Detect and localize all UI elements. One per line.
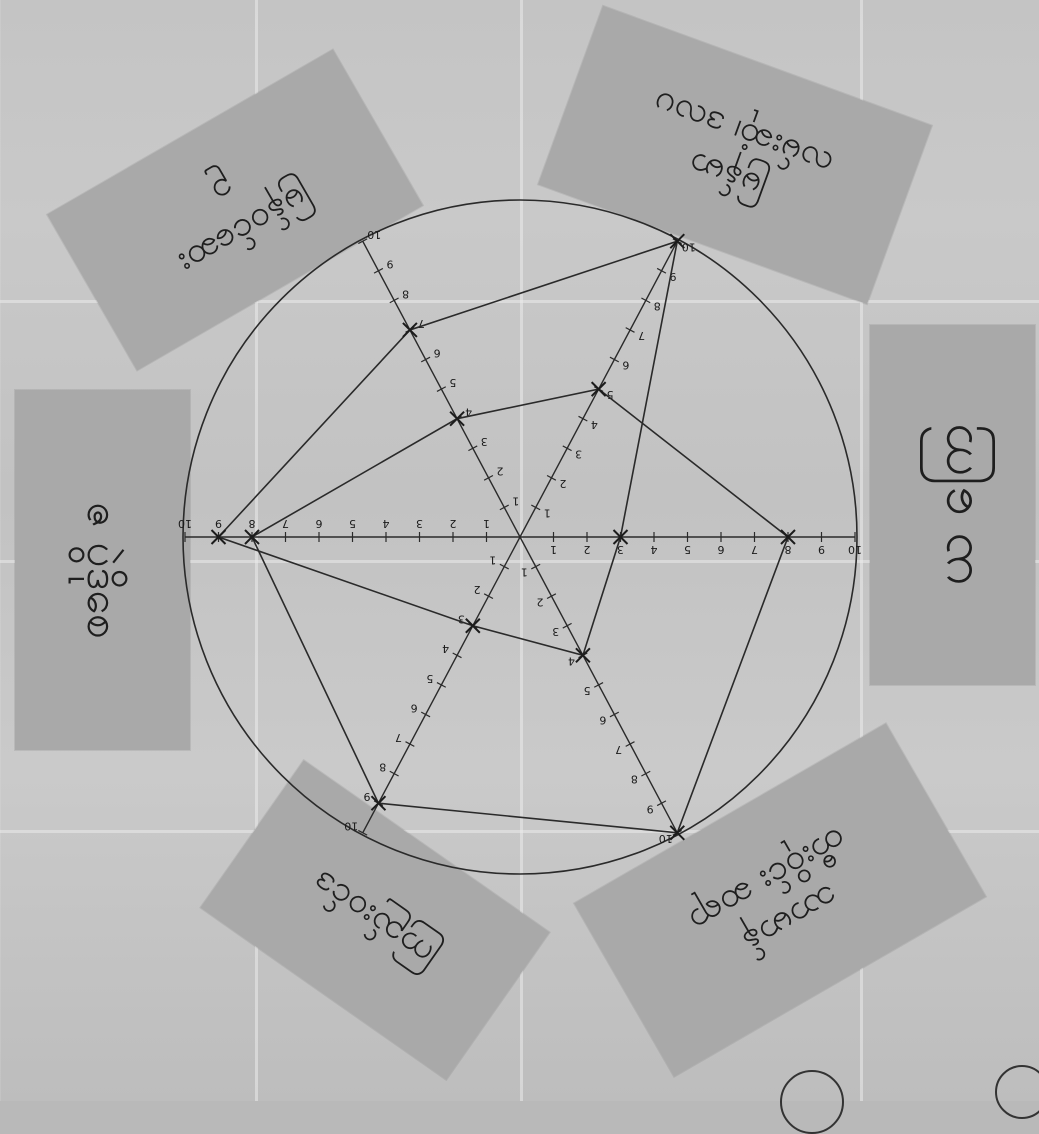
- tick-label: 9: [215, 517, 222, 530]
- tick-label: 9: [363, 790, 370, 803]
- score-mark: [450, 412, 464, 426]
- tick-label: 2: [584, 543, 591, 556]
- tick-mark: [641, 771, 650, 776]
- tick-label: 4: [383, 517, 390, 530]
- tick-mark: [547, 475, 556, 480]
- tick-mark: [500, 505, 509, 510]
- score-mark: [466, 619, 480, 633]
- tick-label: 1: [521, 566, 528, 579]
- tick-label: 10: [344, 820, 358, 833]
- tick-label: 4: [591, 418, 598, 431]
- tick-label: 7: [418, 317, 425, 330]
- tick-label: 3: [458, 613, 465, 626]
- tick-label: 4: [568, 654, 575, 667]
- tick-label: 4: [651, 543, 658, 556]
- tick-mark: [547, 594, 556, 599]
- tick-label: 5: [449, 376, 456, 389]
- tick-mark: [563, 446, 572, 451]
- spokes-layer: 1 2 3 4 5 6 7 8 9 10 1 2 3 4 5 6 7 8 9 10 1 2 3 4 5 6 7 8 9 10 1 2 3 4 5 6 7…: [178, 228, 862, 845]
- score-mark: [576, 648, 590, 662]
- tick-mark: [421, 357, 430, 362]
- tick-label: 6: [599, 714, 606, 727]
- tick-mark: [641, 298, 650, 303]
- tick-mark: [657, 801, 666, 806]
- tick-label: 2: [450, 517, 457, 530]
- tick-label: 5: [684, 543, 691, 556]
- tick-label: 10: [848, 543, 862, 556]
- tick-mark: [374, 268, 383, 273]
- tick-label: 3: [416, 517, 423, 530]
- tick-mark: [531, 505, 540, 510]
- tick-mark: [563, 623, 572, 628]
- tick-label: 2: [559, 477, 566, 490]
- tick-label: 6: [434, 346, 441, 359]
- spider-diagram: 1 2 3 4 5 6 7 8 9 10 1 2 3 4 5 6 7 8 9 10 1 2 3 4 5 6 7 8 9 10 1 2 3 4 5 6 7…: [0, 0, 1039, 1101]
- pen-mark: [995, 1065, 1039, 1119]
- tick-label: 6: [411, 701, 418, 714]
- score-polygon-2: [219, 241, 678, 655]
- tick-label: 2: [474, 583, 481, 596]
- pen-mark: [780, 1070, 844, 1134]
- tick-mark: [578, 416, 587, 421]
- tick-mark: [626, 742, 635, 747]
- tick-mark: [437, 387, 446, 392]
- tick-mark: [390, 771, 399, 776]
- tick-label: 10: [367, 228, 381, 241]
- tick-mark: [657, 268, 666, 273]
- tick-label: 3: [575, 447, 582, 460]
- tick-mark: [453, 653, 462, 658]
- tick-label: 2: [497, 465, 504, 478]
- tick-mark: [468, 446, 477, 451]
- tick-label: 3: [481, 435, 488, 448]
- tick-label: 7: [638, 329, 645, 342]
- tick-mark: [405, 742, 414, 747]
- tick-mark: [594, 683, 603, 688]
- tick-label: 10: [178, 517, 192, 530]
- tick-label: 8: [249, 517, 256, 530]
- tick-mark: [484, 594, 493, 599]
- tick-label: 9: [818, 543, 825, 556]
- tick-mark: [610, 712, 619, 717]
- tick-label: 6: [718, 543, 725, 556]
- tick-label: 5: [426, 672, 433, 685]
- tick-label: 9: [647, 802, 654, 815]
- tick-label: 1: [512, 494, 519, 507]
- tick-label: 1: [489, 553, 496, 566]
- tick-label: 3: [552, 625, 559, 638]
- tick-label: 7: [751, 543, 758, 556]
- tick-label: 9: [386, 258, 393, 271]
- tick-mark: [484, 475, 493, 480]
- score-polygon-1: [252, 389, 788, 833]
- tick-label: 7: [395, 731, 402, 744]
- tick-label: 1: [544, 507, 551, 520]
- tick-mark: [610, 357, 619, 362]
- tick-mark: [626, 328, 635, 333]
- score-mark: [403, 323, 417, 337]
- tick-label: 6: [622, 359, 629, 372]
- tick-label: 8: [654, 299, 661, 312]
- tick-label: 4: [442, 642, 449, 655]
- tick-label: 8: [631, 773, 638, 786]
- tick-mark: [437, 683, 446, 688]
- tick-mark: [531, 564, 540, 569]
- tick-label: 5: [584, 684, 591, 697]
- tick-label: 6: [316, 517, 323, 530]
- tick-label: 8: [402, 287, 409, 300]
- tick-label: 1: [483, 517, 490, 530]
- tick-label: 7: [615, 743, 622, 756]
- tick-mark: [421, 712, 430, 717]
- tick-label: 8: [379, 761, 386, 774]
- tick-label: 5: [349, 517, 356, 530]
- score-mark: [592, 382, 606, 396]
- tick-label: 2: [536, 595, 543, 608]
- tick-mark: [390, 298, 399, 303]
- tick-label: 1: [550, 543, 557, 556]
- tick-mark: [500, 564, 509, 569]
